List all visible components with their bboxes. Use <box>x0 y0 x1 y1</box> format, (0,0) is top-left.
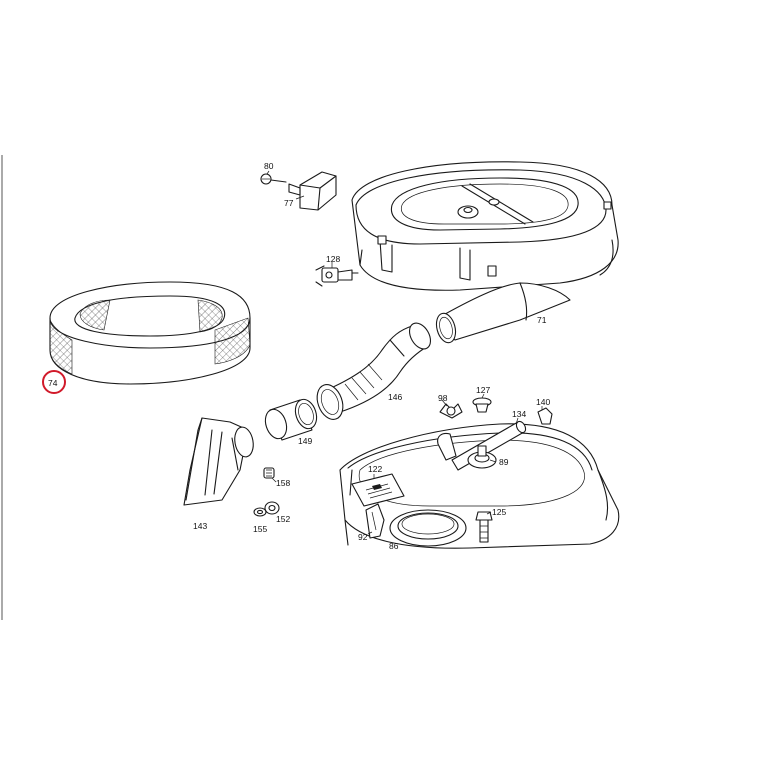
fitting-89[interactable] <box>467 445 497 469</box>
air-filter-element-74[interactable] <box>49 281 251 385</box>
bolt-125[interactable] <box>475 511 493 543</box>
leader-lines <box>266 170 543 535</box>
housing-cover[interactable] <box>351 161 619 291</box>
part-label-149: 149 <box>298 436 312 446</box>
part-label-125: 125 <box>492 507 506 517</box>
bracket-77[interactable] <box>288 171 337 211</box>
part-label-92: 92 <box>358 532 368 542</box>
bolt-158[interactable] <box>263 467 275 479</box>
nut-152[interactable] <box>264 501 280 515</box>
part-label-128: 128 <box>326 254 340 264</box>
seal-ring-86[interactable] <box>389 509 467 547</box>
part-label-158: 158 <box>276 478 290 488</box>
wing-nut-98[interactable] <box>439 403 463 419</box>
grommet-127[interactable] <box>472 397 492 413</box>
part-label-155: 155 <box>253 524 267 534</box>
part-label-71: 71 <box>537 315 547 325</box>
coupling-149[interactable] <box>262 397 320 442</box>
part-label-89: 89 <box>499 457 509 467</box>
part-label-74: 74 <box>48 378 58 388</box>
part-label-80: 80 <box>264 161 274 171</box>
screw-80[interactable] <box>260 173 287 185</box>
part-label-143: 143 <box>193 521 207 531</box>
duct-146[interactable] <box>313 319 435 423</box>
part-label-86: 86 <box>389 541 399 551</box>
part-label-140: 140 <box>536 397 550 407</box>
part-label-134: 134 <box>512 409 526 419</box>
part-label-152: 152 <box>276 514 290 524</box>
washer-155[interactable] <box>253 507 267 517</box>
part-label-146: 146 <box>388 392 402 402</box>
part-label-77: 77 <box>284 198 294 208</box>
clip-140[interactable] <box>537 407 553 425</box>
intake-duct-71[interactable] <box>433 282 571 345</box>
intake-scoop-143[interactable] <box>183 417 255 506</box>
sensor-128[interactable] <box>315 265 359 287</box>
highlight-circle-74 <box>42 370 66 394</box>
part-label-127: 127 <box>476 385 490 395</box>
part-label-122: 122 <box>368 464 382 474</box>
clamp-92[interactable] <box>365 503 385 539</box>
label-plate-122[interactable] <box>351 473 405 507</box>
part-label-98: 98 <box>438 393 448 403</box>
